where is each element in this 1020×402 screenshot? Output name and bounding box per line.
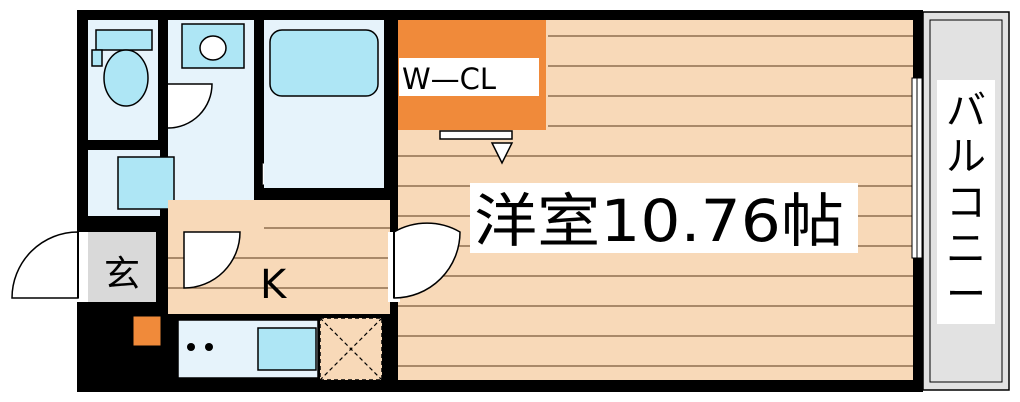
western-room-label: 洋室10.76帖 [474, 187, 844, 255]
wcl-door-rail [439, 130, 513, 140]
toilet-tank-icon [95, 29, 153, 51]
room-door-swing [393, 222, 461, 299]
kitchen-label: K [260, 262, 288, 308]
front-door-swing [11, 231, 79, 299]
balcony-label-char: ニ [946, 226, 986, 272]
balcony-label-char: コ [946, 180, 986, 226]
wcl-door-arrow [490, 142, 514, 165]
western-room-label-box [470, 183, 858, 253]
balcony-label: バ ル コ ニ ー [946, 88, 986, 318]
wcl-label-box [399, 58, 539, 96]
balcony-label-char: ー [946, 272, 986, 318]
toilet-bowl-icon [103, 49, 149, 107]
bathtub-icon [269, 29, 379, 97]
balcony-inner-line [929, 19, 1003, 383]
toilet-knob-icon [91, 49, 103, 67]
stove-burner-icon [187, 343, 195, 351]
balcony-label-box [937, 80, 995, 324]
balcony-label-char: ル [946, 134, 986, 180]
entrance-label: 玄 [104, 254, 140, 295]
shoe-box [132, 315, 162, 347]
washroom-door-swing [183, 231, 241, 289]
washing-machine-icon [117, 156, 175, 210]
entrance-floor [88, 232, 156, 302]
balcony-label-char: バ [946, 88, 986, 134]
sink-icon [257, 327, 317, 371]
wash-basin-bowl-icon [199, 35, 227, 61]
wcl-label: W—CL [402, 62, 496, 96]
refrigerator-space-cross [319, 317, 383, 381]
toilet-door-swing [167, 83, 213, 129]
stove-burner-icon [205, 343, 213, 351]
